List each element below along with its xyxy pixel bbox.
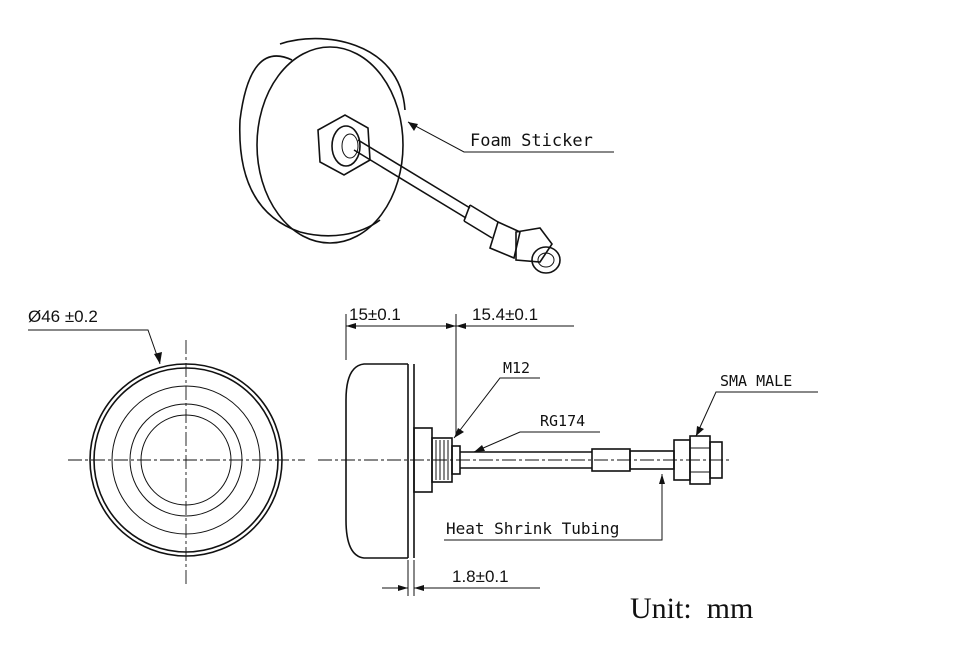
unit-label: Unit: mm [630, 592, 753, 625]
foam-sticker-label: Foam Sticker [470, 131, 593, 151]
dimension-lines [345, 314, 574, 596]
thread-length-dimension: 15.4±0.1 [472, 305, 538, 324]
base-thickness-dimension: 1.8±0.1 [452, 567, 509, 586]
diameter-label: Ø46 ±0.2 [28, 307, 98, 326]
thread-label: M12 [503, 359, 530, 377]
top-view [28, 329, 305, 585]
cable-label: RG174 [540, 412, 585, 430]
side-view [318, 363, 730, 559]
isometric-view [238, 37, 614, 274]
shrink-tubing-label: Heat Shrink Tubing [446, 519, 619, 538]
height-dimension: 15±0.1 [349, 305, 401, 324]
callout-leaders [444, 377, 818, 541]
connector-label: SMA MALE [720, 372, 792, 390]
